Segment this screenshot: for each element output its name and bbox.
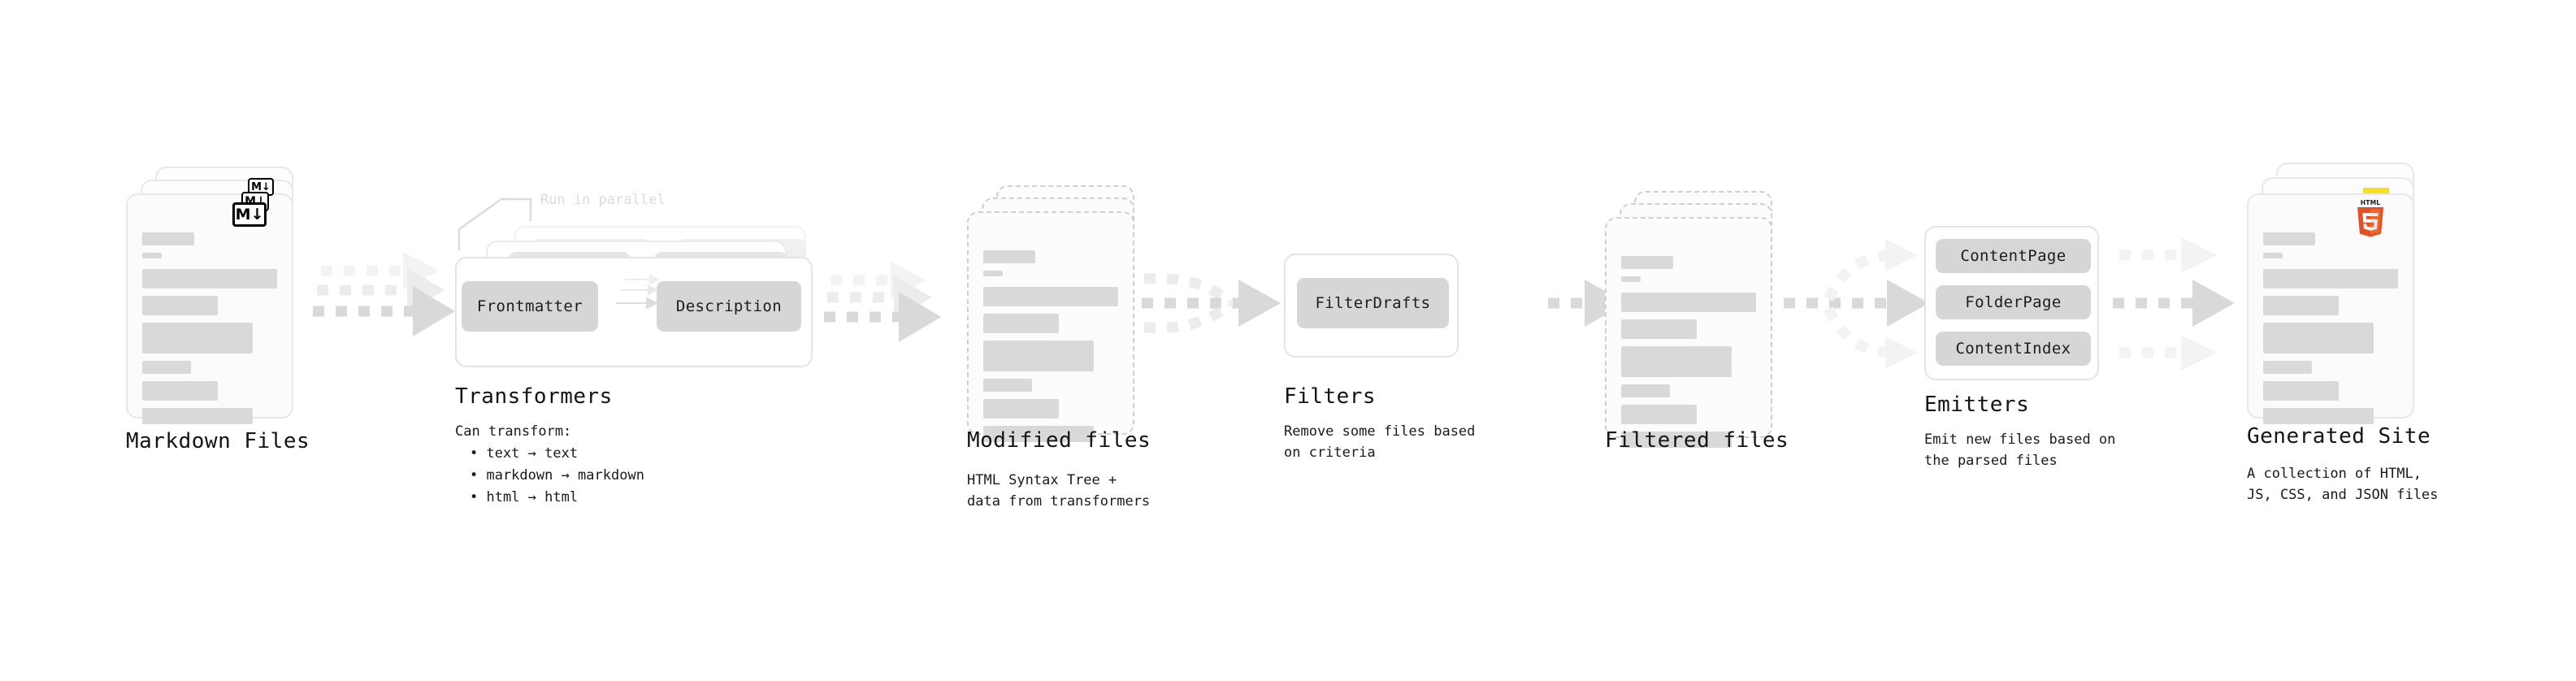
stage-generated-site: CSS HTML xyxy=(2247,163,2434,424)
stage-title-emitters: Emitters xyxy=(1924,393,2030,417)
stage-subtitle-generated-site: A collection of HTML, JS, CSS, and JSON … xyxy=(2247,466,2439,504)
stage-title-markdown-files: Markdown Files xyxy=(126,429,310,453)
stage-filters-box: FilterDrafts xyxy=(1284,254,1459,358)
transformers-bullets-header: Can transform: xyxy=(455,423,572,440)
svg-text:HTML: HTML xyxy=(2361,199,2380,206)
run-in-parallel-label: Run in parallel xyxy=(540,192,666,208)
connector-md-to-transformers xyxy=(313,252,455,336)
transformers-bullet-0: • text → text xyxy=(470,445,579,462)
stage-subtitle-modified-files: HTML Syntax Tree + data from transformer… xyxy=(967,472,1151,510)
transformers-bullet-2: • html → html xyxy=(470,489,579,505)
emitter-chip-contentindex[interactable]: ContentIndex xyxy=(1936,332,2091,366)
connector-transformers-to-modified xyxy=(824,262,941,342)
transformer-internal-arrows xyxy=(616,274,661,310)
filter-chip-filterdrafts[interactable]: FilterDrafts xyxy=(1297,278,1449,328)
transformer-chip-description[interactable]: Description xyxy=(657,281,801,332)
transformer-chip-frontmatter[interactable]: Frontmatter xyxy=(462,281,598,332)
connector-filtered-to-emitters xyxy=(1784,239,1929,369)
stage-transformers: Run in parallel Frontmatter Description xyxy=(455,192,837,367)
doc-card-front xyxy=(967,211,1134,442)
stage-title-transformers: Transformers xyxy=(455,384,613,409)
doc-card-front xyxy=(2247,193,2414,424)
connector-emitters-to-site xyxy=(2113,237,2235,371)
markdown-icon: M↓ xyxy=(232,202,267,227)
stage-title-generated-site: Generated Site xyxy=(2247,424,2431,449)
stage-title-filtered-files: Filtered files xyxy=(1605,428,1789,453)
doc-card-front xyxy=(126,193,293,424)
emitter-chip-folderpage[interactable]: FolderPage xyxy=(1936,285,2091,319)
stage-emitters-box: ContentPage FolderPage ContentIndex xyxy=(1924,226,2099,380)
stage-title-modified-files: Modified files xyxy=(967,428,1151,453)
emitter-chip-contentpage[interactable]: ContentPage xyxy=(1936,239,2091,273)
doc-content-lines xyxy=(2263,232,2398,432)
stage-markdown-files: M↓ M↓ M↓ xyxy=(126,167,313,424)
run-in-parallel-bracket xyxy=(458,197,532,250)
doc-content-lines xyxy=(983,250,1118,449)
stage-filtered-files xyxy=(1605,191,1792,448)
stage-subtitle-filters: Remove some files based on criteria xyxy=(1284,423,1476,462)
stage-modified-files xyxy=(967,185,1154,442)
transformers-bullet-1: • markdown → markdown xyxy=(470,467,644,484)
connector-modified-to-filters xyxy=(1142,273,1281,333)
doc-card-front xyxy=(1605,217,1772,448)
doc-content-lines xyxy=(142,232,277,432)
html5-icon: HTML xyxy=(2357,199,2383,237)
stage-subtitle-emitters: Emit new files based on the parsed files xyxy=(1924,432,2116,470)
doc-content-lines xyxy=(1621,256,1756,455)
stage-title-filters: Filters xyxy=(1284,384,1377,409)
